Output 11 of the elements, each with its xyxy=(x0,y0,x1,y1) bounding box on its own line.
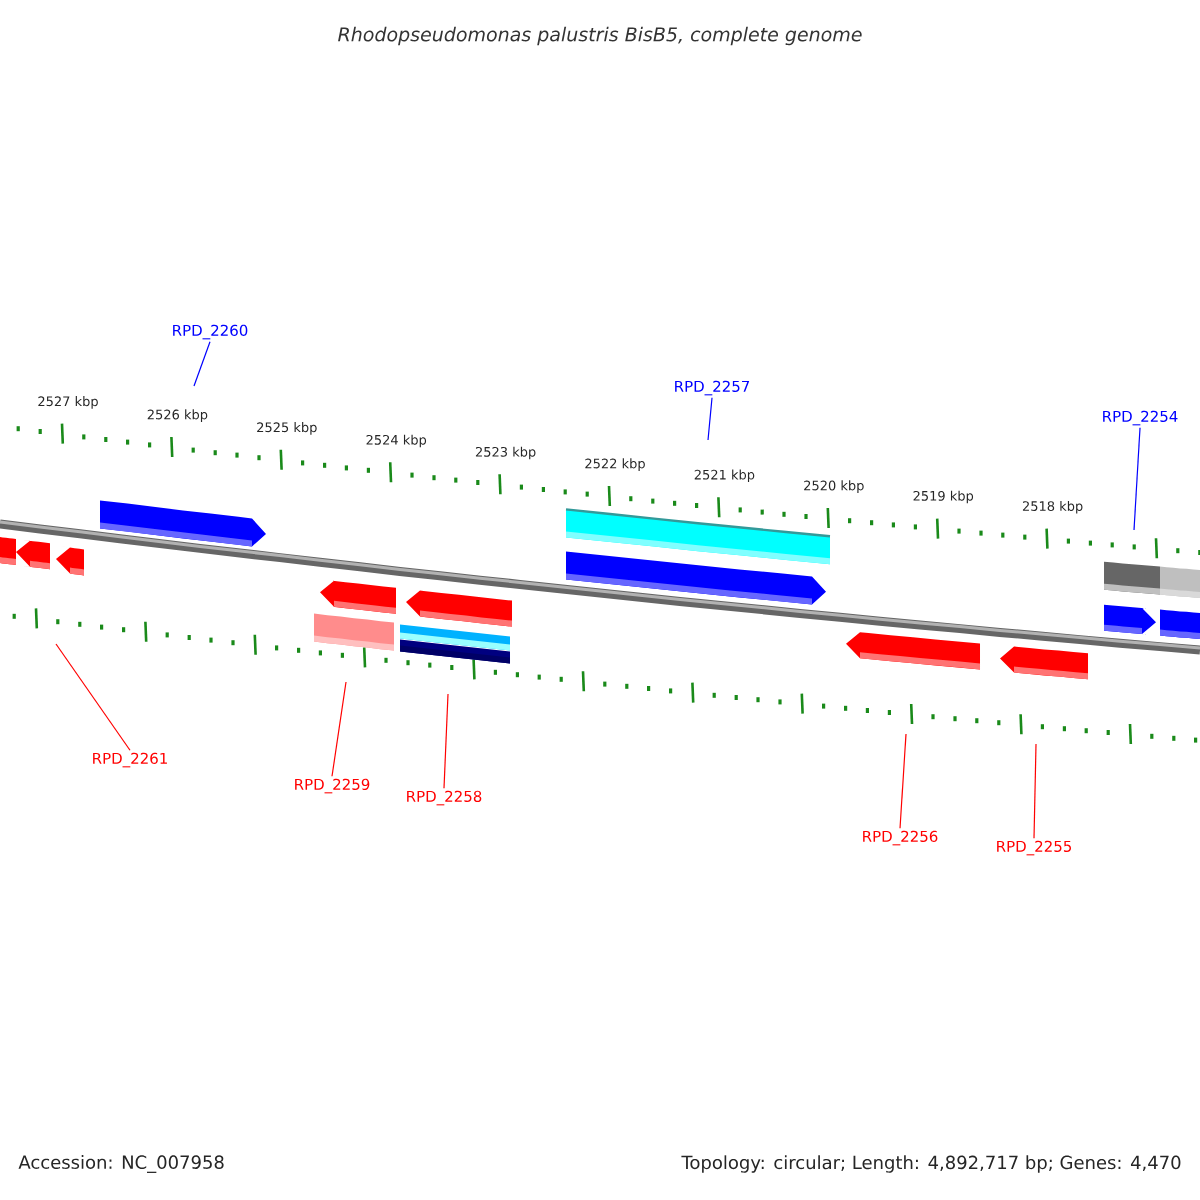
leader-line xyxy=(331,681,347,777)
footer-text: Topology: circular; Length: 4,892,717 bp; Genes: 4,470 xyxy=(681,1155,1181,1173)
footer-text: Accession: NC_007958 xyxy=(18,1155,224,1173)
leader-line xyxy=(55,643,131,751)
leader-line xyxy=(443,693,449,789)
leader-line xyxy=(707,397,713,441)
leader-line xyxy=(1133,427,1141,531)
leader-line xyxy=(899,733,907,829)
map-title: Rhodopseudomonas palustris BisB5, complete genome xyxy=(338,26,862,46)
leader-line xyxy=(193,341,211,387)
leader-line xyxy=(1033,743,1037,839)
